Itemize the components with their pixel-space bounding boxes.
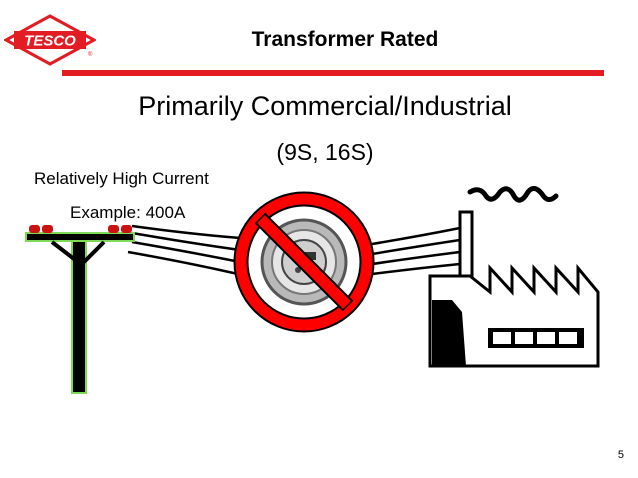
logo-text: TESCO [24,33,76,50]
example-note: Example: 400A [70,203,186,222]
factory-icon [428,186,600,368]
header-divider [62,70,604,76]
slide-title: Transformer Rated [251,28,439,51]
slide-subtitle: Primarily Commercial/Industrial [138,91,512,121]
page-number: 5 [617,449,624,461]
registered-mark: ® [88,51,93,58]
meter-forms: (9S, 16S) [276,139,374,165]
power-lines-right [371,226,461,276]
utility-pole-icon [25,225,135,394]
power-lines-left [127,224,241,276]
tesco-logo: TESCO ® [4,14,96,66]
prohibition-icon [233,191,375,333]
current-note: Relatively High Current [34,169,209,188]
